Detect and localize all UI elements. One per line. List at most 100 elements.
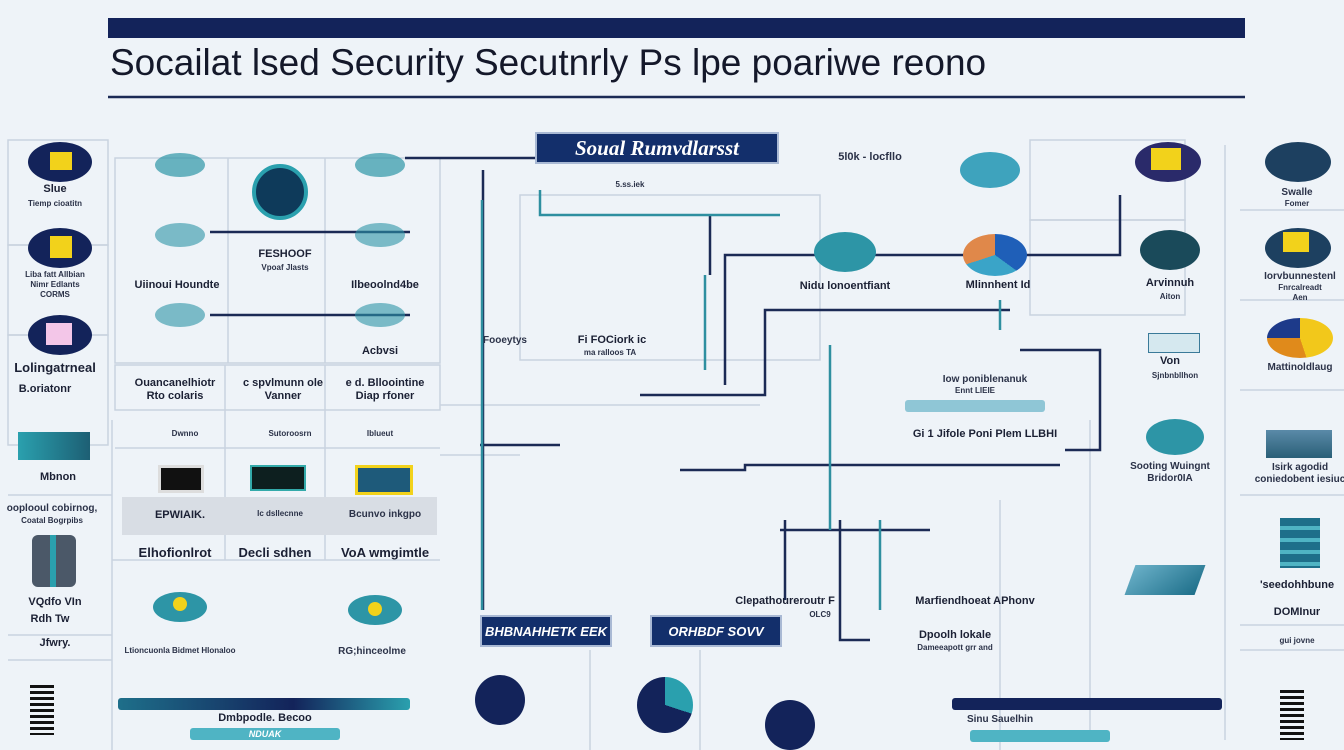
right-inner-sub: Sjnbnbllhon xyxy=(1151,371,1199,380)
id-card-icon xyxy=(28,142,92,182)
grid-label: Dwnno xyxy=(171,429,199,438)
grid-label: c spvlmunn ole xyxy=(242,377,324,389)
bar-label: Sinu Sauelhin xyxy=(966,714,1034,725)
bar-label: Dmbpodle. Becoo xyxy=(218,712,312,724)
center-label: Nidu lonoentfiant xyxy=(799,280,891,292)
folder-icon xyxy=(1135,142,1201,182)
grid-label: Decli sdhen xyxy=(238,545,312,560)
banner-note: 5l0k - locfllo xyxy=(838,151,902,163)
bar-sub: NDUAK xyxy=(190,728,340,740)
eye-caption: RG;hinceolme xyxy=(338,646,406,657)
left-label: Lolingatrneal xyxy=(14,360,96,375)
center-label: Dpoolh lokale xyxy=(918,629,992,641)
left-sub: Tiemp cioatitn xyxy=(27,199,83,208)
globe-icon xyxy=(252,164,308,220)
left-sub: B.oriatonr xyxy=(18,383,72,395)
server-block-icon xyxy=(18,432,90,460)
barcode-icon xyxy=(1280,690,1304,740)
document-icon xyxy=(28,315,92,355)
grid-label: Bcunvo inkgpo xyxy=(348,509,422,520)
action-button[interactable]: ORHBDF SOVV xyxy=(650,615,782,647)
right-label: Mattinoldlaug xyxy=(1267,362,1333,373)
barcode-icon xyxy=(30,685,54,735)
progress-bar xyxy=(952,698,1222,710)
pie-icon xyxy=(960,152,1020,188)
grid-label: Elhofionlrot xyxy=(138,545,212,560)
grid-sub: Vanner xyxy=(264,390,302,402)
page-title: Socailat lsed Security Secutnrly Ps lpe … xyxy=(110,42,987,83)
progress-bar xyxy=(905,400,1045,412)
banner-title: Soual Rumvdlarsst xyxy=(535,132,779,164)
left-label: Liba fatt Allbian xyxy=(25,270,85,279)
banner-sub: 5.ss.iek xyxy=(615,180,645,189)
server-icon xyxy=(1266,430,1332,458)
left-sub: Rdh Tw xyxy=(30,613,70,625)
eye-icon xyxy=(348,595,402,625)
right-inner-label: Arvinnuh xyxy=(1145,277,1195,289)
right-sub: DOMInur xyxy=(1273,606,1321,618)
grid-sub: Diap rfoner xyxy=(355,390,415,402)
action-button[interactable]: BHBNAHHETK EEK xyxy=(480,615,612,647)
center-label: Marfiendhoeat APhonv xyxy=(915,595,1035,607)
map-icon xyxy=(1124,565,1206,595)
center-sub: OLC9 xyxy=(809,610,831,619)
right-label: Isirk agodid xyxy=(1271,462,1329,473)
pie-icon xyxy=(1267,318,1333,358)
cloud-icon xyxy=(1140,230,1200,270)
progress-bar xyxy=(118,698,410,710)
right-inner-sub: Aiton xyxy=(1159,292,1181,301)
monitor-icon xyxy=(158,465,204,493)
network-icon xyxy=(155,223,205,247)
right-sub: gui jovne xyxy=(1279,636,1315,645)
device-icon xyxy=(355,465,413,495)
network-icon xyxy=(155,303,205,327)
center-label: Iow poniblenanuk xyxy=(942,374,1028,385)
center-sub: Dameeapott grr and xyxy=(917,643,993,652)
center-label: Fooeytys xyxy=(483,335,527,346)
folder-icon xyxy=(1265,228,1331,268)
right-sub: Aen xyxy=(1292,293,1308,302)
key-icon xyxy=(1146,419,1204,455)
grid-highlight-row xyxy=(122,497,437,535)
network-icon xyxy=(355,223,405,247)
grid-label: Uiinoui Houndte xyxy=(134,279,220,291)
folder-icon xyxy=(28,228,92,268)
person-icon xyxy=(32,535,76,587)
left-label: Slue xyxy=(43,183,67,195)
right-label: Iorvbunnestenl xyxy=(1264,271,1336,282)
grid-label: Ilbeoolnd4be xyxy=(351,279,419,291)
center-sub: Ennt LIEIE xyxy=(955,386,995,395)
device-icon xyxy=(1148,333,1200,353)
right-sub: coniedobent iesiuc xyxy=(1254,474,1344,485)
grid-label: VoA wmgimtle xyxy=(340,545,430,560)
pie-chart-icon xyxy=(814,232,876,272)
left-sub: Jfwry. xyxy=(39,637,71,649)
center-label: Clepathoureroutr F xyxy=(735,595,835,607)
center-label: Fi FOCiork ic xyxy=(577,334,647,346)
right-sub: Fomer xyxy=(1284,199,1310,208)
grid-label: EPWIAIK. xyxy=(154,509,206,521)
grid-label: Acbvsi xyxy=(361,345,399,357)
right-sub: Fnrcalreadt xyxy=(1278,283,1322,292)
network-icon xyxy=(155,153,205,177)
chart-icon xyxy=(637,677,693,733)
eye-caption: Ltioncuonla Bidmet Hlonaloo xyxy=(124,646,236,655)
grid-sub: Rto colaris xyxy=(146,390,204,402)
eye-icon xyxy=(153,592,207,622)
list-icon xyxy=(475,675,525,725)
center-sub: ma ralloos TA xyxy=(583,348,637,357)
grid-label: Ic dsllecnne xyxy=(257,509,303,518)
pie-chart-icon xyxy=(963,234,1027,276)
title-top-bar xyxy=(108,18,1245,38)
center-label: Gi 1 Jifole Poni Plem LLBHI xyxy=(912,428,1058,440)
right-inner-label: Von xyxy=(1160,355,1180,367)
grid-label: Iblueut xyxy=(366,429,394,438)
left-label: VQdfo VIn xyxy=(28,596,82,608)
grid-label: Ouancanelhiotr xyxy=(134,377,216,389)
grid-label: Sutoroosrn xyxy=(268,429,312,438)
left-label: ooplooul cobirnog, xyxy=(6,503,98,514)
bar-chart-icon xyxy=(765,700,815,750)
center-label: Mlinnhent Id xyxy=(965,279,1031,291)
database-icon xyxy=(1280,518,1320,568)
monitor-icon xyxy=(250,465,306,491)
